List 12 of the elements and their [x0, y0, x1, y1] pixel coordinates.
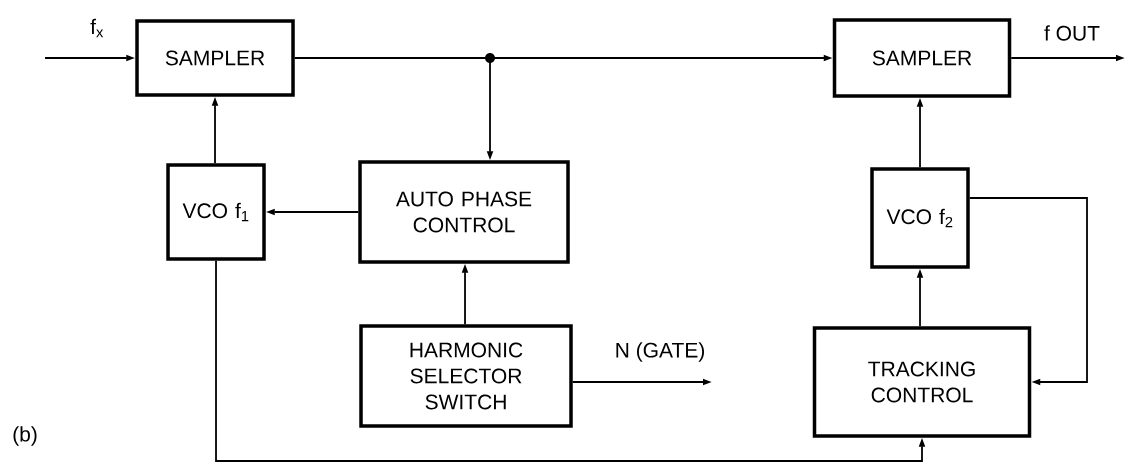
block-box: VCO f$_{2}$: [870, 167, 970, 269]
arrow: [968, 197, 1088, 386]
figure-label: (b): [13, 426, 37, 446]
block-box: HARMONIC SELECTOR SWITCH: [359, 324, 573, 428]
block-box: AUTO PHASE CONTROL: [358, 160, 570, 264]
block-box: SAMPLER: [832, 18, 1012, 98]
block-box: SAMPLER: [135, 19, 295, 97]
edge-label: N (GATE): [613, 341, 707, 363]
edge-label: f OUT: [1043, 24, 1101, 42]
block-box: TRACKING CONTROL: [812, 326, 1032, 438]
block-box: VCO f$_{1}$: [166, 163, 266, 261]
edge-label: f$_{x}$: [89, 17, 105, 39]
